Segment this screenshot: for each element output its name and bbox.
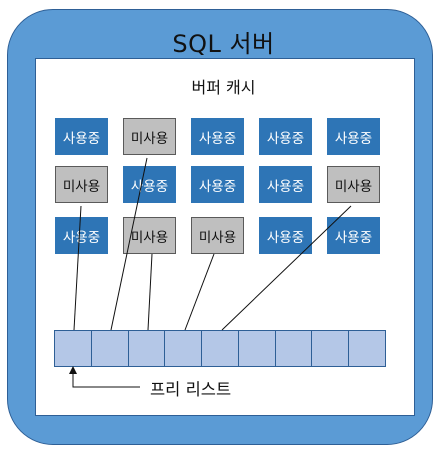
buffer-page-unused: 미사용 <box>55 166 108 203</box>
free-list-slot <box>238 331 276 366</box>
buffer-page-unused: 미사용 <box>123 217 176 254</box>
buffer-page-used: 사용중 <box>55 217 108 254</box>
link-line <box>221 205 352 331</box>
buffer-page-used: 사용중 <box>191 118 244 155</box>
free-list-slot <box>202 331 239 366</box>
buffer-page-used: 사용중 <box>327 217 380 254</box>
link-line <box>147 253 153 331</box>
buffer-page-used: 사용중 <box>259 217 312 254</box>
buffer-page-unused: 미사용 <box>327 166 380 203</box>
buffer-page-used: 사용중 <box>259 118 312 155</box>
free-list-pointer-arrow <box>69 366 140 388</box>
free-list-slot <box>349 331 386 366</box>
free-list-slot <box>165 331 203 366</box>
free-list-slot <box>55 331 92 366</box>
free-list-label: 프리 리스트 <box>150 380 232 399</box>
free-list-slot <box>312 331 350 366</box>
link-line <box>110 157 148 331</box>
free-list-bar <box>54 330 386 367</box>
buffer-page-used: 사용중 <box>327 118 380 155</box>
buffer-page-unused: 미사용 <box>123 118 176 155</box>
link-line <box>73 205 82 331</box>
buffer-cache-title: 버퍼 캐시 <box>191 78 256 97</box>
buffer-page-used: 사용중 <box>259 166 312 203</box>
buffer-page-unused: 미사용 <box>191 217 244 254</box>
free-list-slot <box>275 331 313 366</box>
free-list-slot <box>128 331 166 366</box>
server-title: SQL 서버 <box>172 30 275 58</box>
buffer-page-used: 사용중 <box>123 166 176 203</box>
link-line <box>184 253 215 331</box>
free-list-slot <box>91 331 129 366</box>
buffer-page-used: 사용중 <box>191 166 244 203</box>
buffer-page-used: 사용중 <box>55 118 108 155</box>
